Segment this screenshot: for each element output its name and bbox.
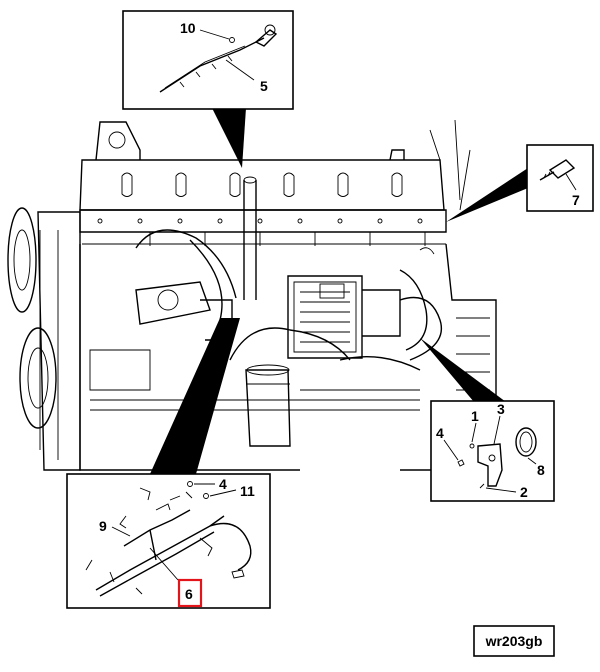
bolt-inset-panel: 7 [446, 144, 594, 222]
callout-8: 8 [537, 462, 545, 478]
harness-inset-panel: 4 11 9 6 [66, 318, 271, 609]
callout-5: 5 [260, 78, 268, 94]
engine-illustration [7, 119, 497, 471]
callout-1: 1 [471, 408, 479, 424]
top-inset-panel: 10 5 [122, 10, 294, 168]
callout-7: 7 [572, 192, 580, 208]
callout-10: 10 [180, 20, 196, 36]
bracket-inset-panel: 1 3 4 8 2 [420, 338, 555, 502]
highlight-box [177, 578, 203, 608]
callout-3: 3 [497, 401, 505, 417]
callout-4b: 4 [219, 476, 227, 492]
figure-id-box: wr203gb [473, 625, 555, 657]
callout-11: 11 [240, 483, 255, 499]
callout-2: 2 [520, 484, 528, 500]
figure-id: wr203gb [485, 633, 543, 649]
callout-9: 9 [99, 518, 107, 534]
callout-4: 4 [436, 425, 444, 441]
callout-6: 6 [185, 586, 193, 602]
